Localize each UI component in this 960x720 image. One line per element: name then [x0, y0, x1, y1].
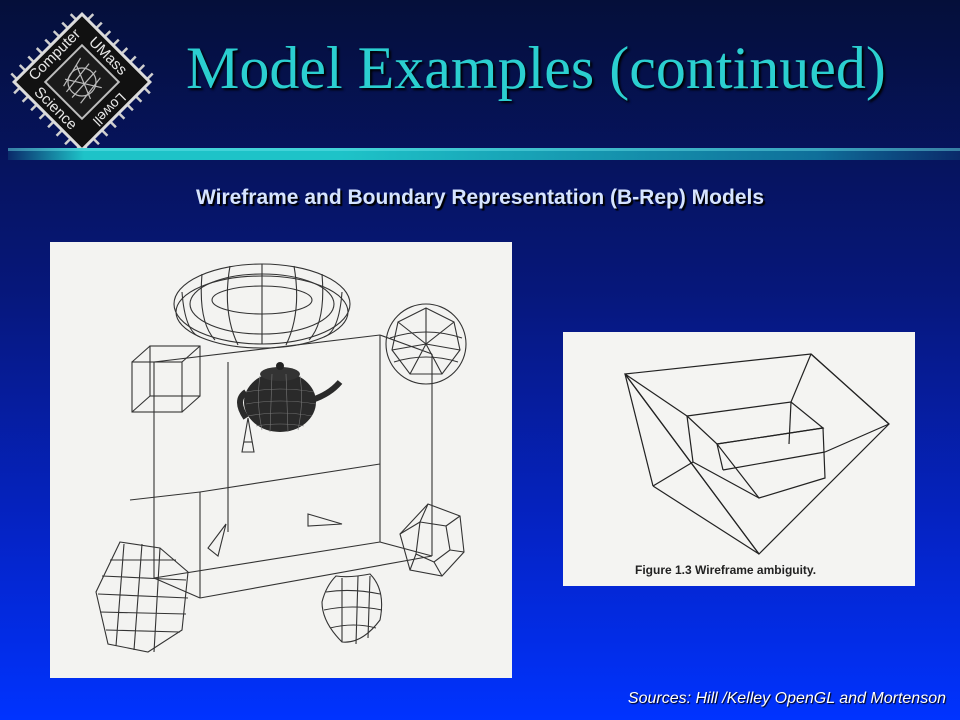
figure-caption: Figure 1.3 Wireframe ambiguity.: [635, 563, 817, 577]
wireframe-models-figure: [50, 242, 512, 678]
wireframe-ambiguity-figure: Figure 1.3 Wireframe ambiguity.: [563, 332, 915, 586]
title-divider: [8, 146, 960, 162]
umass-lowell-cs-logo: UMass Science Computer Lowell: [2, 2, 162, 162]
slide-subtitle: Wireframe and Boundary Representation (B…: [195, 186, 765, 209]
sources-citation: Sources: Hill /Kelley OpenGL and Mortens…: [627, 690, 946, 707]
slide-title: Model Examples (continued): [186, 35, 886, 101]
